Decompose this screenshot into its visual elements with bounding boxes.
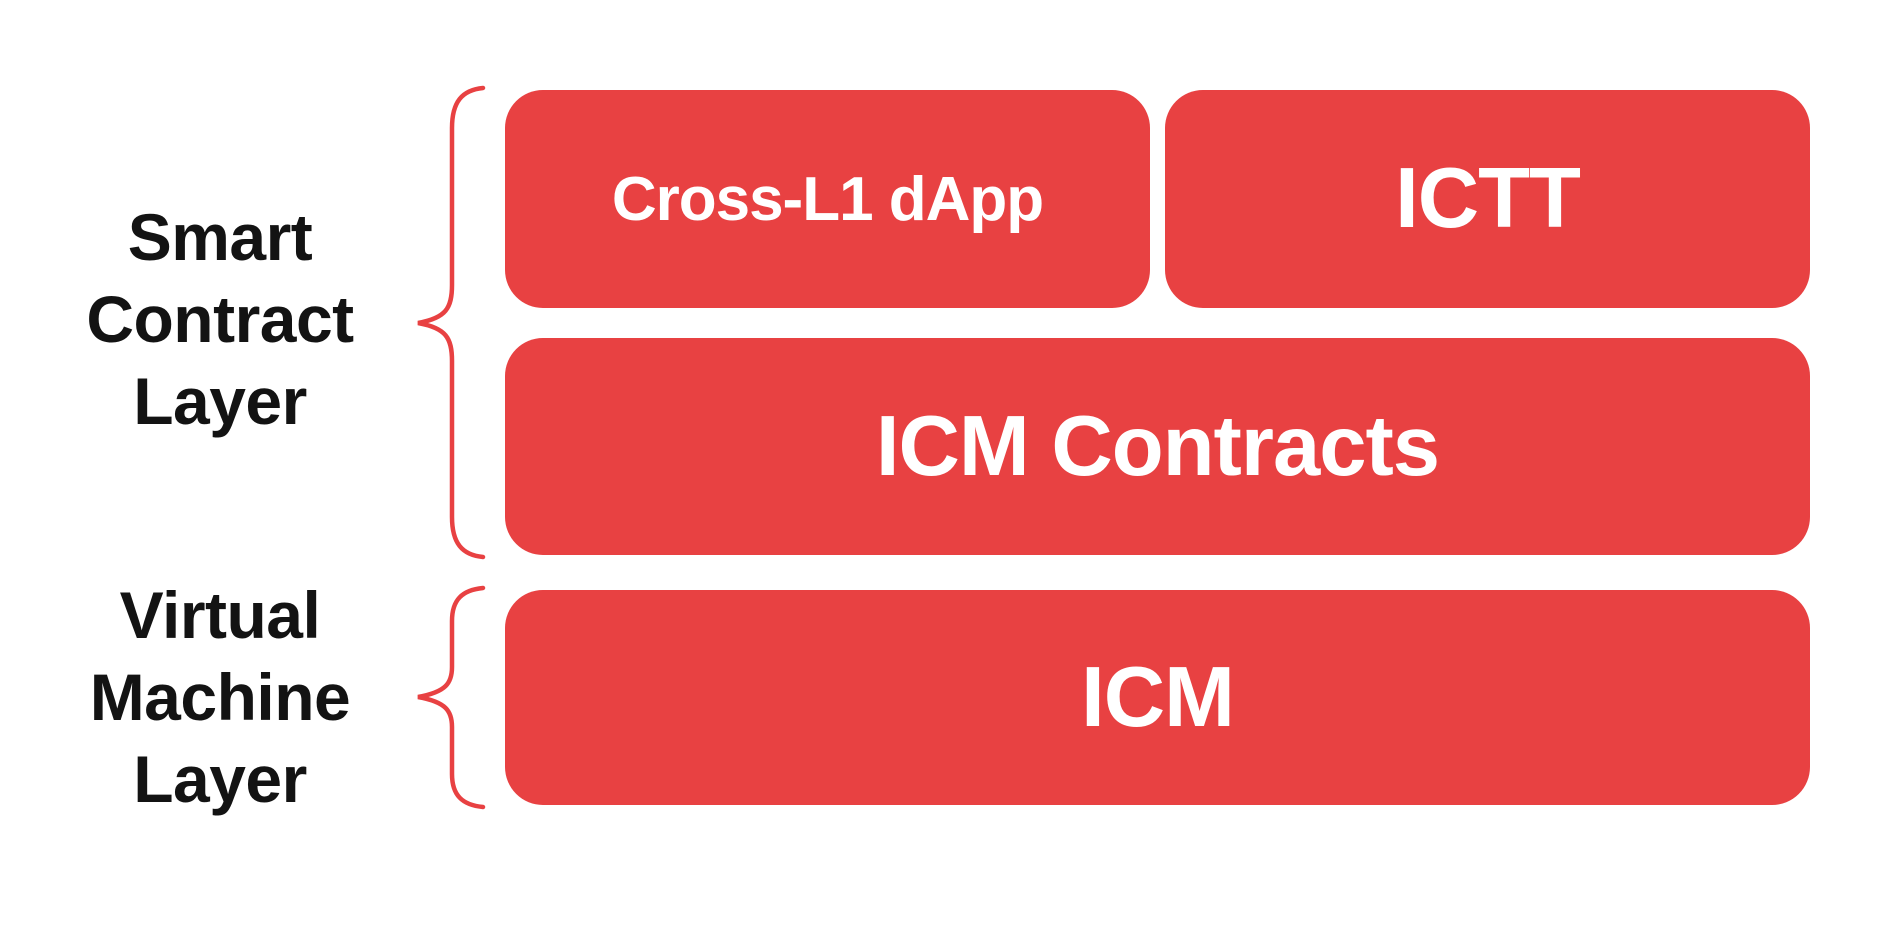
curly-brace-icon-smart-contract-layer [417, 85, 486, 560]
box-icm-contracts-label: ICM Contracts [875, 398, 1440, 494]
box-ictt: ICTT [1165, 90, 1810, 308]
smart-contract-layer-label-line-3: Layer [133, 364, 307, 438]
virtual-machine-layer-label: Virtual Machine Layer [10, 574, 430, 820]
smart-contract-layer-label-line-2: Contract [86, 282, 354, 356]
virtual-machine-layer-label-line-2: Machine [89, 660, 351, 734]
box-icm: ICM [505, 590, 1810, 805]
box-ictt-label: ICTT [1395, 151, 1581, 246]
box-icm-label: ICM [1081, 649, 1235, 745]
curly-brace-icon-virtual-machine-layer [417, 585, 486, 810]
smart-contract-layer-label: Smart Contract Layer [10, 196, 430, 442]
virtual-machine-layer-label-line-1: Virtual [119, 578, 321, 652]
box-cross-l1-dapp-label: Cross-L1 dApp [611, 164, 1044, 234]
virtual-machine-layer-label-line-3: Layer [133, 742, 307, 816]
box-icm-contracts: ICM Contracts [505, 338, 1810, 555]
smart-contract-layer-label-line-1: Smart [127, 200, 313, 274]
box-cross-l1-dapp: Cross-L1 dApp [505, 90, 1150, 308]
